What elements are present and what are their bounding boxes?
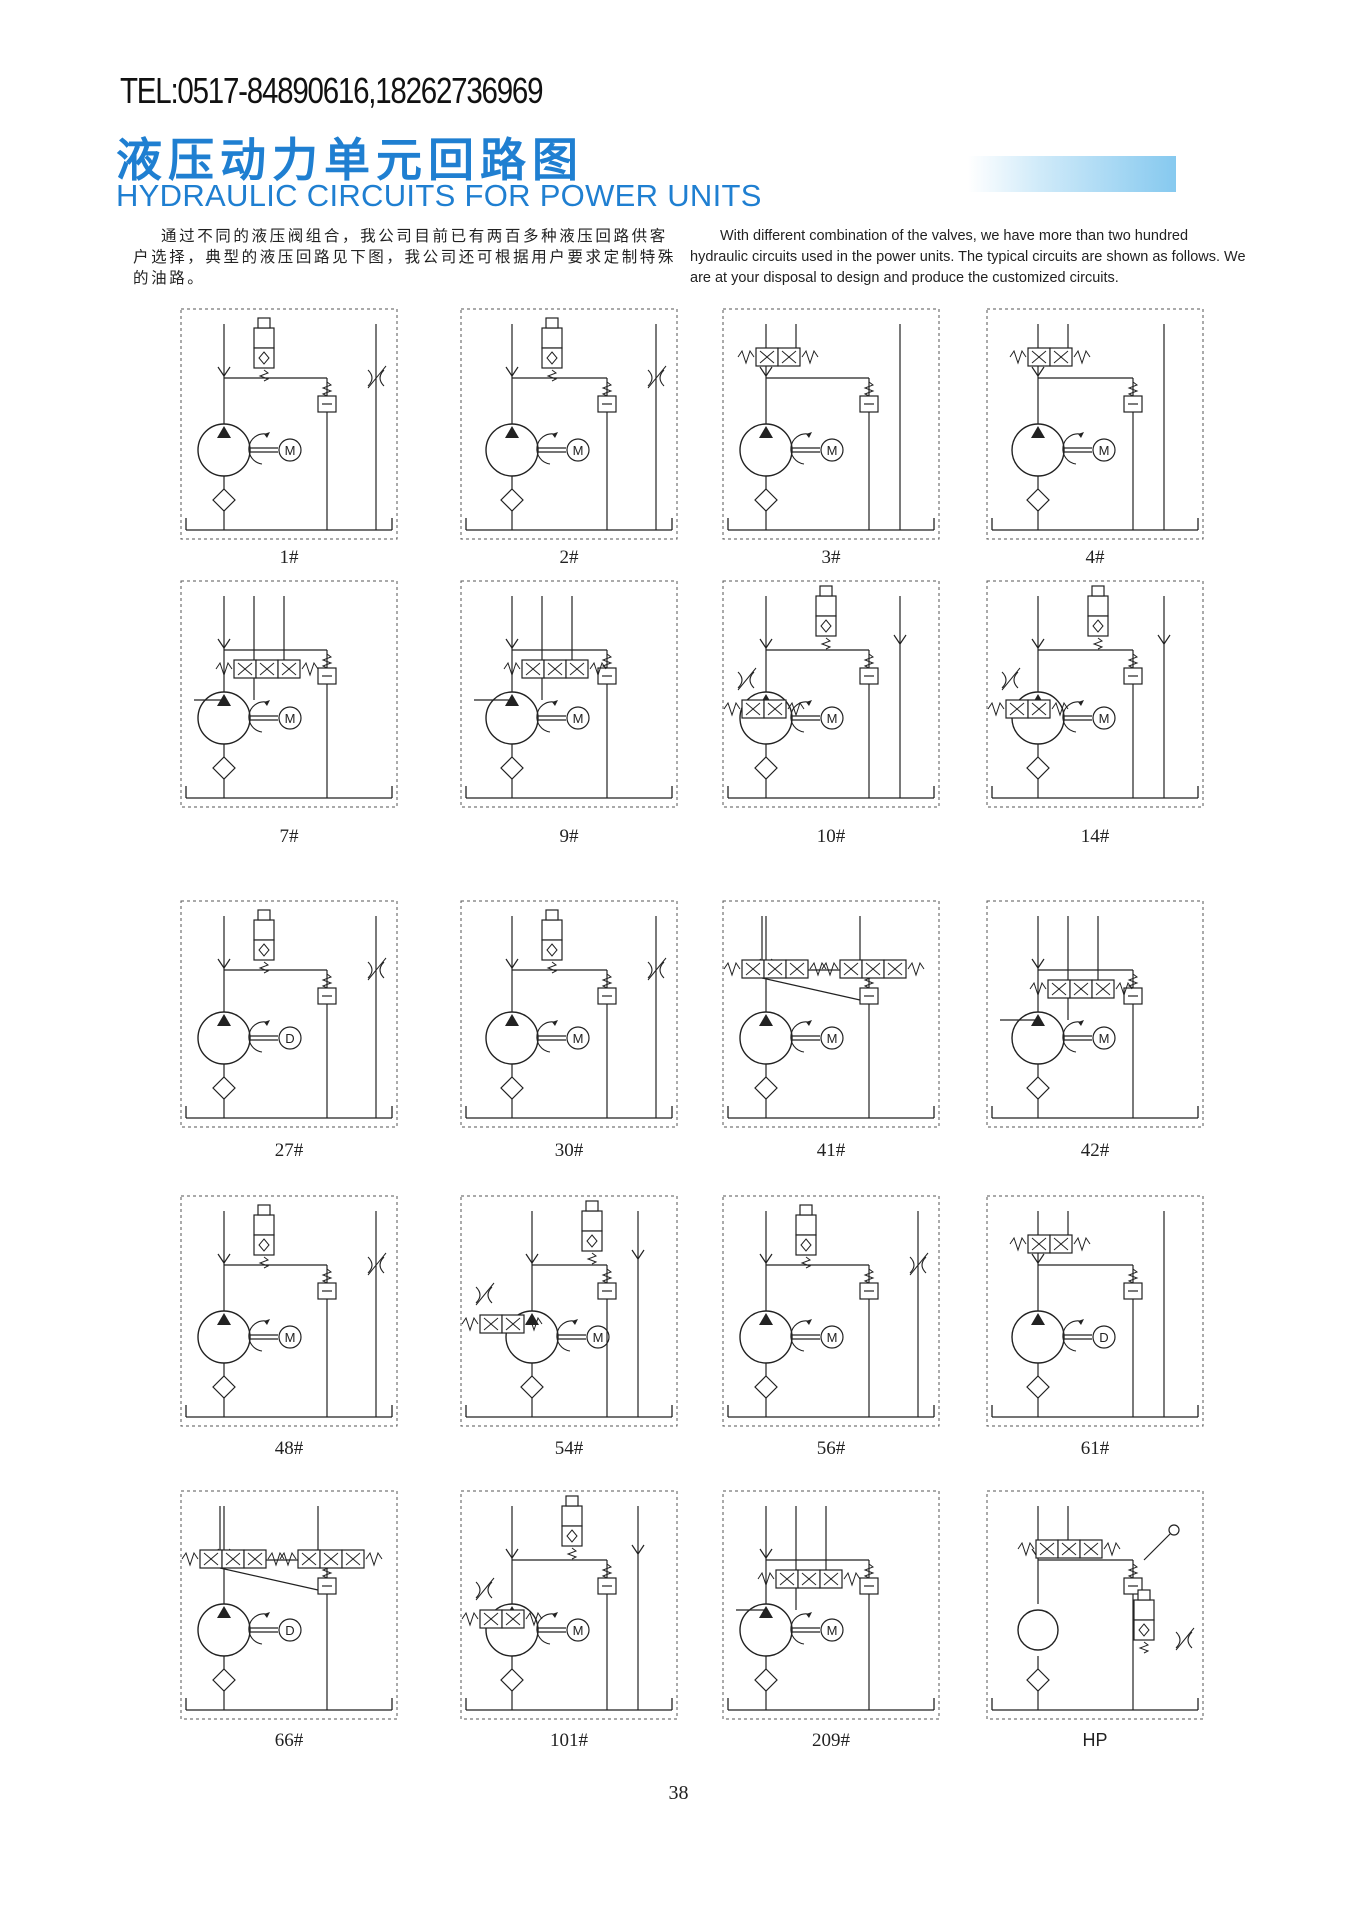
svg-text:M: M [1099, 1031, 1110, 1046]
circuit-diagram: M [986, 308, 1204, 540]
circuit-label: 2# [559, 547, 579, 568]
circuit-schematic: M [986, 580, 1204, 808]
circuit-label: 30# [554, 1140, 584, 1161]
circuit-schematic: D [180, 1490, 398, 1720]
circuit-label: 66# [274, 1730, 304, 1751]
page-title-english: HYDRAULIC CIRCUITS FOR POWER UNITS [116, 178, 762, 213]
circuit-diagram: M [460, 1195, 678, 1427]
svg-text:M: M [827, 443, 838, 458]
circuit-diagram: M [180, 308, 398, 540]
page-title-chinese: 液压动力单元回路图 [116, 133, 584, 187]
circuit-label: 7# [279, 826, 299, 847]
circuit-label: 42# [1080, 1140, 1110, 1161]
svg-text:M: M [573, 443, 584, 458]
svg-text:M: M [827, 1031, 838, 1046]
svg-text:D: D [285, 1623, 294, 1638]
circuit-schematic: M [722, 308, 940, 540]
circuit-schematic: D [180, 900, 398, 1128]
circuit-label: 1# [279, 547, 299, 568]
circuit-schematic: M [722, 900, 940, 1128]
svg-text:M: M [827, 711, 838, 726]
svg-text:M: M [285, 711, 296, 726]
circuit-diagram: M [722, 580, 940, 808]
svg-text:M: M [827, 1623, 838, 1638]
circuit-schematic: M [722, 580, 940, 808]
circuit-diagram: M [722, 1195, 940, 1427]
title-gradient-bar [968, 156, 1176, 192]
circuit-diagram: M [180, 1195, 398, 1427]
circuit-schematic: D [986, 1195, 1204, 1427]
circuit-schematic: M [460, 580, 678, 808]
circuit-label: 10# [816, 826, 846, 847]
circuit-schematic: M [722, 1195, 940, 1427]
circuit-label: 41# [816, 1140, 846, 1161]
circuit-schematic: M [180, 580, 398, 808]
svg-text:M: M [285, 443, 296, 458]
circuit-schematic: M [180, 308, 398, 540]
svg-text:M: M [573, 1623, 584, 1638]
circuit-schematic: M [460, 900, 678, 1128]
circuit-diagram: M [722, 900, 940, 1128]
phone-number: TEL:0517-84890616,18262736969 [120, 70, 544, 111]
circuit-schematic: M [460, 1490, 678, 1720]
circuit-label: 3# [821, 547, 841, 568]
circuit-label: 9# [559, 826, 579, 847]
circuit-diagram: M [460, 900, 678, 1128]
circuit-schematic: M [986, 308, 1204, 540]
intro-text-english: With different combination of the valves… [690, 228, 1246, 286]
circuit-diagram: M [180, 580, 398, 808]
svg-text:M: M [1099, 443, 1110, 458]
svg-text:M: M [285, 1330, 296, 1345]
circuit-schematic: M [460, 308, 678, 540]
circuit-label: 54# [554, 1438, 584, 1459]
circuit-label: 27# [274, 1140, 304, 1161]
svg-text:M: M [1099, 711, 1110, 726]
circuit-diagram: D [180, 900, 398, 1128]
circuit-diagram: D [986, 1195, 1204, 1427]
circuit-diagram: M [460, 308, 678, 540]
circuit-schematic: M [180, 1195, 398, 1427]
svg-text:M: M [827, 1330, 838, 1345]
circuit-label: 48# [274, 1438, 304, 1459]
circuit-label: 101# [550, 1730, 588, 1751]
circuit-diagram: M [986, 900, 1204, 1128]
circuit-diagram: D [180, 1490, 398, 1720]
intro-text-chinese: 通过不同的液压阀组合，我公司目前已有两百多种液压回路供客户选择，典型的液压回路见… [133, 227, 677, 287]
circuit-diagram [986, 1490, 1204, 1720]
circuit-diagram: M [722, 308, 940, 540]
circuit-label: HP [1082, 1730, 1108, 1750]
svg-text:M: M [573, 1031, 584, 1046]
circuit-label: 61# [1080, 1438, 1110, 1459]
circuit-label: 56# [816, 1438, 846, 1459]
svg-text:M: M [593, 1330, 604, 1345]
circuit-schematic: M [986, 900, 1204, 1128]
svg-text:M: M [573, 711, 584, 726]
circuit-diagram: M [986, 580, 1204, 808]
svg-text:D: D [1099, 1330, 1108, 1345]
circuit-label: 14# [1080, 826, 1110, 847]
circuit-diagram: M [722, 1490, 940, 1720]
circuit-label: 209# [812, 1730, 850, 1751]
page-number: 38 [668, 1782, 689, 1804]
circuit-schematic: M [722, 1490, 940, 1720]
circuit-schematic: M [460, 1195, 678, 1427]
circuit-diagram: M [460, 580, 678, 808]
circuit-diagram: M [460, 1490, 678, 1720]
circuit-schematic [986, 1490, 1204, 1720]
svg-text:D: D [285, 1031, 294, 1046]
circuit-label: 4# [1085, 547, 1105, 568]
